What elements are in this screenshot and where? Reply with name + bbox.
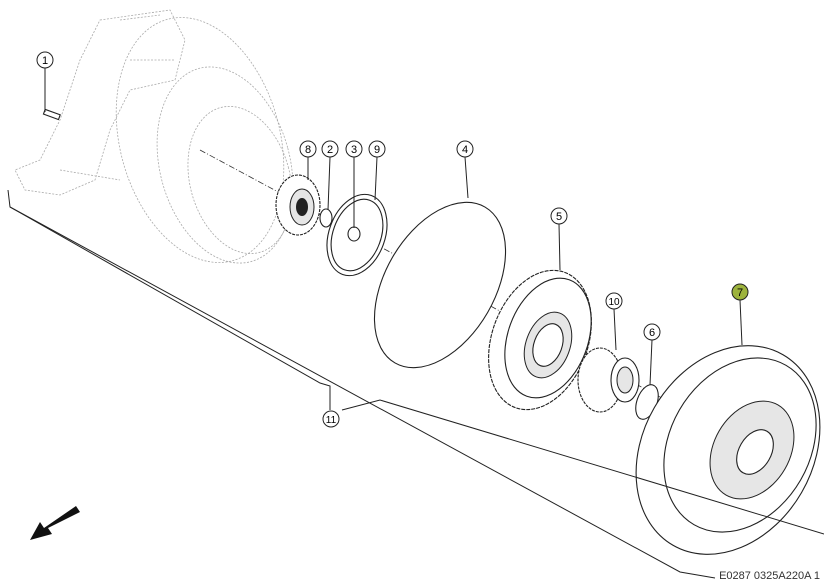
callout-label: 9 bbox=[374, 144, 380, 156]
callout-circle bbox=[36, 51, 54, 69]
thrust-plate-part bbox=[326, 193, 388, 277]
callout-circle bbox=[299, 140, 317, 158]
callout-circle bbox=[643, 323, 661, 341]
callout-3: 3 bbox=[345, 140, 363, 158]
callout-9: 9 bbox=[368, 140, 386, 158]
callout-circle bbox=[345, 140, 363, 158]
callout-label: 8 bbox=[305, 144, 311, 156]
callout-label: 6 bbox=[649, 327, 655, 339]
reference-code: E0287 0325A220A 1 bbox=[719, 570, 820, 582]
callout-label: 11 bbox=[326, 415, 337, 426]
hub-cover-part bbox=[635, 345, 821, 555]
callout-label: 10 bbox=[608, 297, 620, 308]
planet-carrier-part bbox=[488, 269, 592, 411]
callout-4: 4 bbox=[456, 140, 474, 158]
callout-2: 2 bbox=[321, 140, 339, 158]
callout-11: 11 bbox=[322, 410, 340, 428]
callouts: 1 8 2 3 9 4 5 10 6 7 11 bbox=[36, 51, 749, 428]
callout-8: 8 bbox=[299, 140, 317, 158]
assembly-bracket bbox=[7, 189, 824, 579]
callout-label: 3 bbox=[351, 144, 357, 156]
callout-5: 5 bbox=[550, 207, 568, 225]
washer-part bbox=[319, 208, 333, 228]
callout-7: 7 bbox=[731, 283, 749, 301]
callout-label: 5 bbox=[556, 211, 562, 223]
callout-circle bbox=[605, 292, 623, 310]
ring-gear-part bbox=[577, 347, 640, 413]
callout-6: 6 bbox=[643, 323, 661, 341]
callout-1: 1 bbox=[36, 51, 54, 69]
callout-label: 1 bbox=[42, 55, 48, 67]
arrow-down-left-icon bbox=[30, 506, 80, 540]
callout-label: 4 bbox=[462, 144, 468, 156]
o-ring-part bbox=[373, 201, 507, 369]
callout-circle bbox=[322, 410, 340, 428]
callout-circle bbox=[456, 140, 474, 158]
callout-circle bbox=[321, 140, 339, 158]
callout-circle bbox=[550, 207, 568, 225]
callout-label: 2 bbox=[327, 144, 333, 156]
axle-housing-ghost bbox=[14, 9, 294, 264]
callout-10: 10 bbox=[605, 292, 623, 310]
callout-circle bbox=[731, 283, 749, 301]
callout-circle bbox=[368, 140, 386, 158]
bolt-part bbox=[42, 108, 61, 121]
leader-lines bbox=[44, 68, 743, 386]
sun-gear-part bbox=[275, 174, 321, 236]
callout-label: 7 bbox=[737, 287, 743, 299]
